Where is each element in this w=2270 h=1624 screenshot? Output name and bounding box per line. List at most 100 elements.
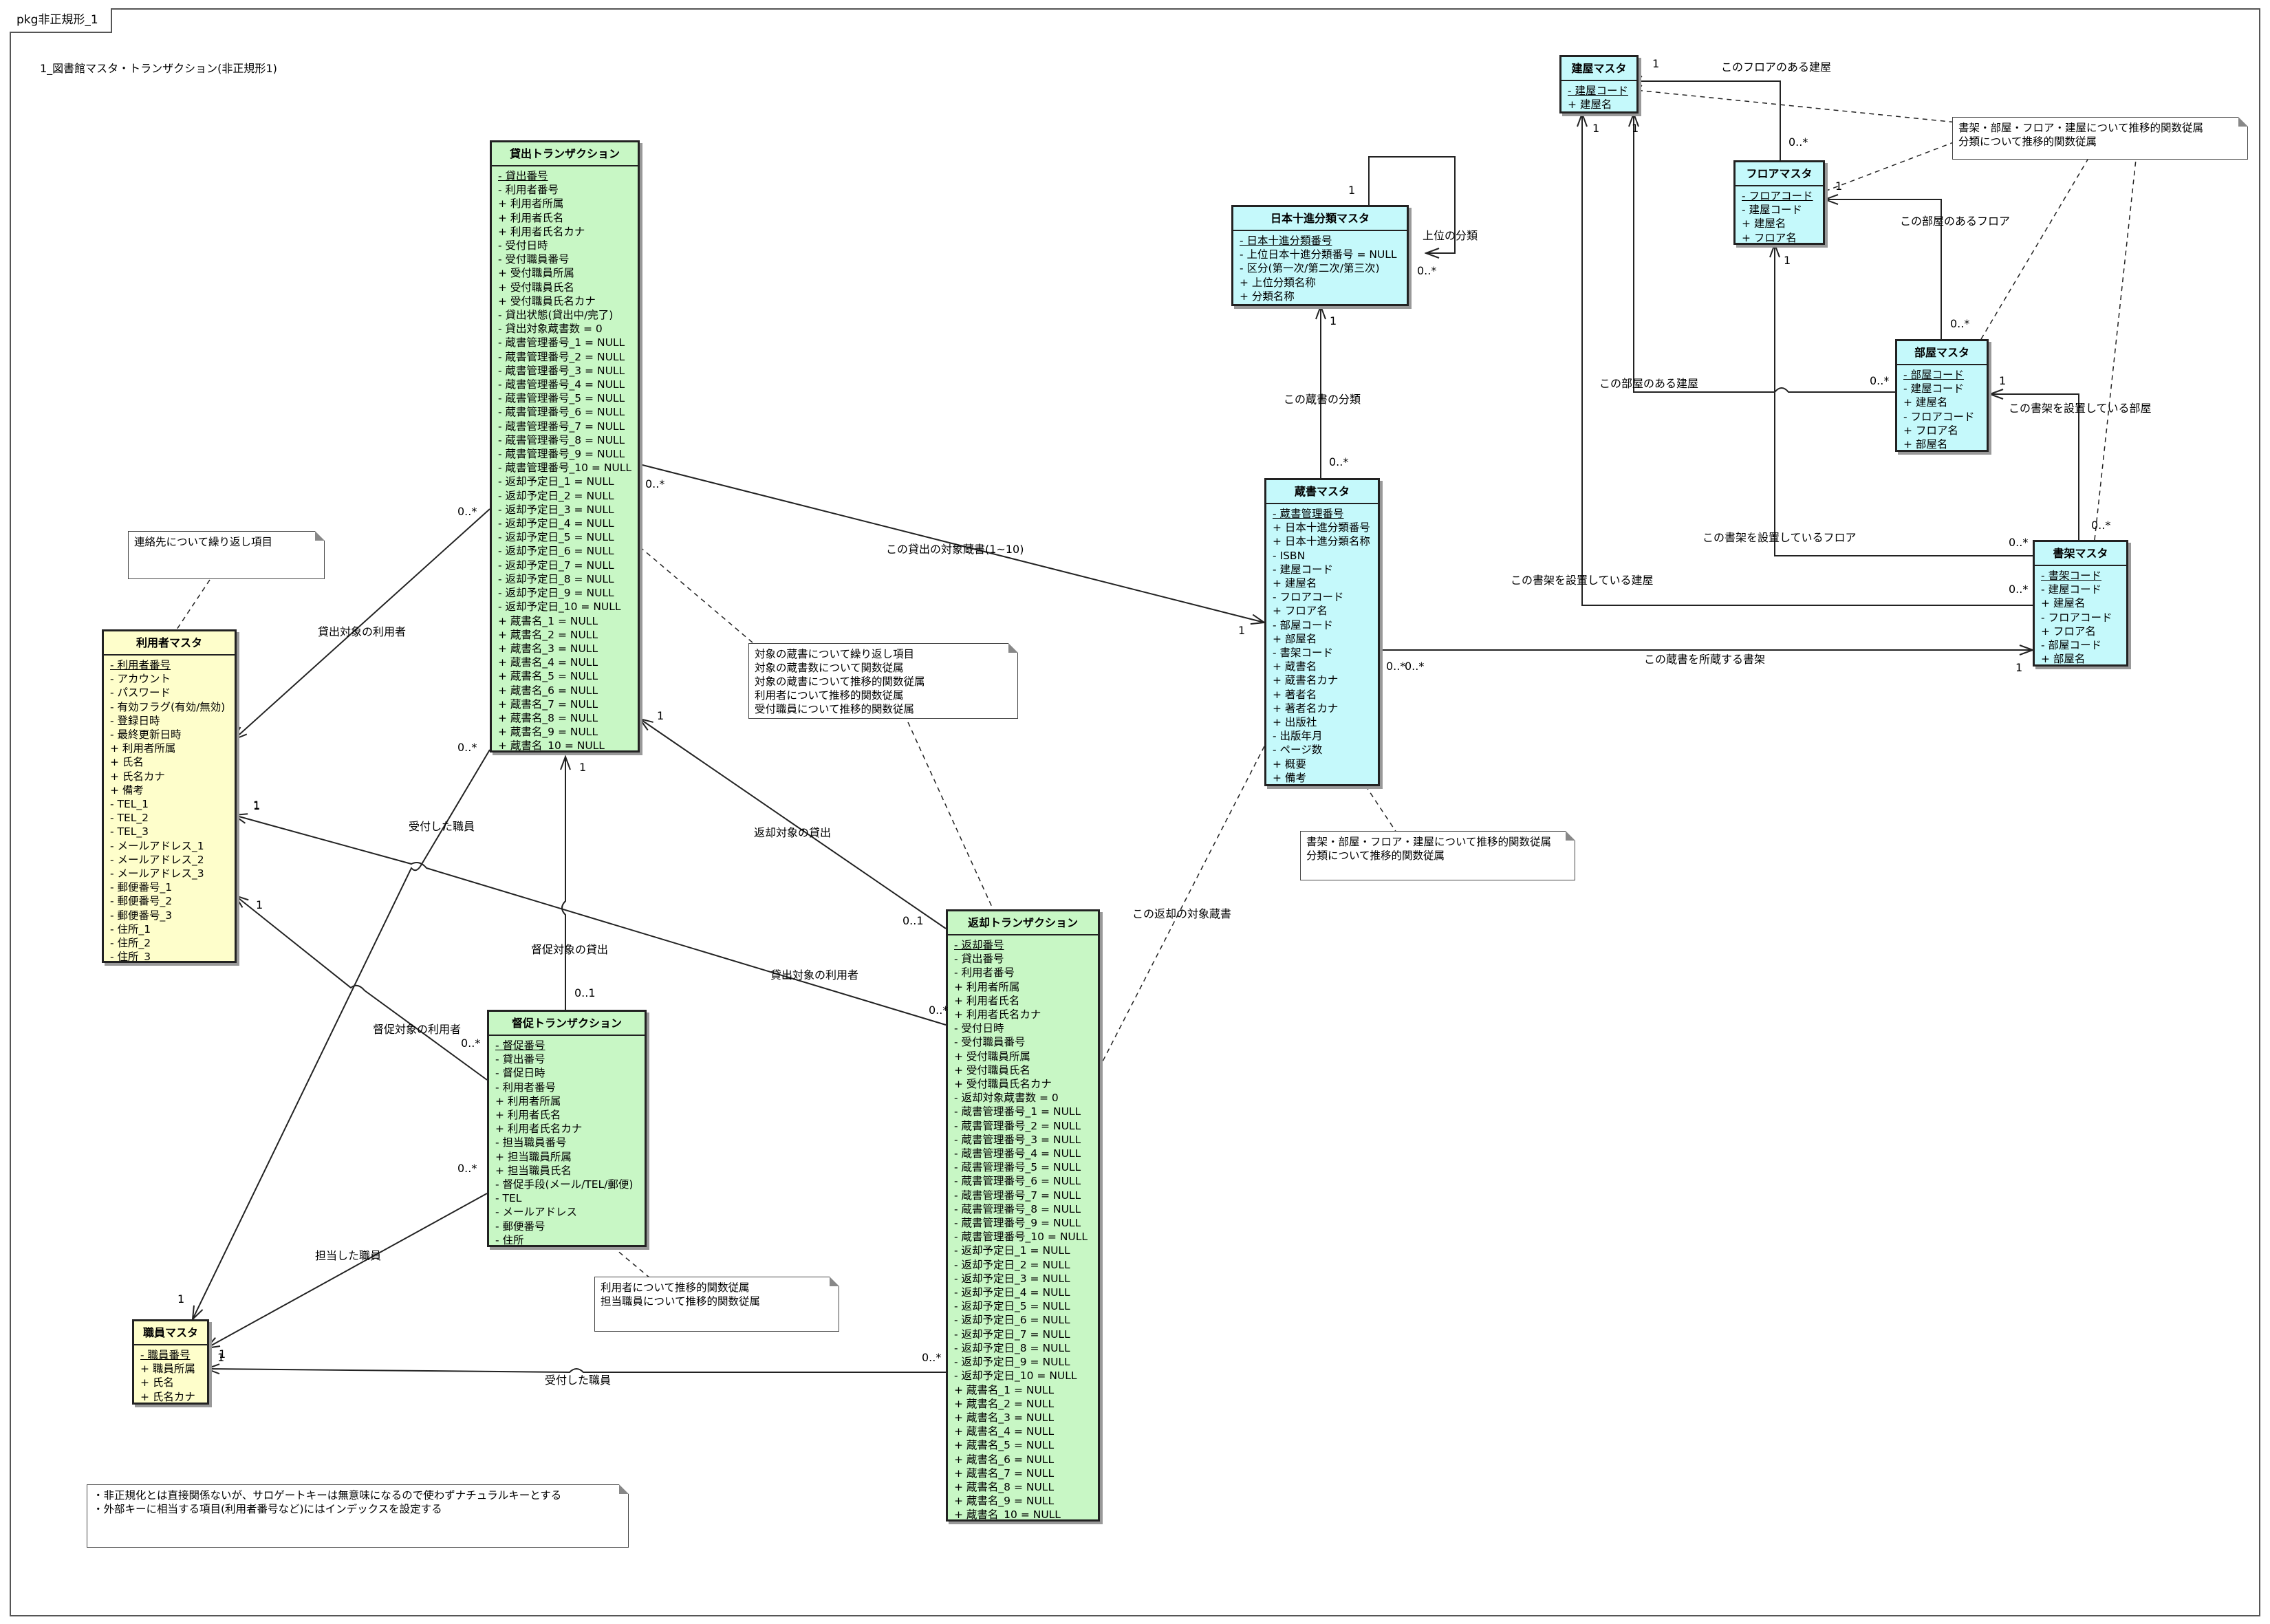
class-attribute: + 利用者所属: [954, 980, 1020, 993]
class-attribute: - 返却予定日_8 = NULL: [498, 572, 614, 585]
multiplicity: 0..*: [2009, 536, 2029, 549]
class-attribute: - 建屋コード: [1903, 382, 1965, 396]
class-attribute: + 蔵書名_10 = NULL: [498, 739, 605, 753]
note-link-building: [1628, 89, 1958, 123]
class-attribute: - 蔵書管理番号_8 = NULL: [954, 1202, 1081, 1215]
class-attribute: - 最終更新日時: [110, 728, 182, 741]
class-attribute: - 建屋コード: [1742, 204, 1803, 217]
class-attribute: - TEL: [495, 1192, 522, 1205]
class-book-master[interactable]: 蔵書マスタ- 蔵書管理番号+ 日本十進分類番号+ 日本十進分類名称- ISBN-…: [1264, 478, 1380, 786]
edge-lending-staff: [193, 749, 490, 1319]
class-attribute: + フロア名: [2041, 625, 2096, 638]
class-attribute: - 蔵書管理番号_1 = NULL: [954, 1105, 1081, 1118]
edge-return-user: [234, 815, 947, 1026]
class-attribute: - フロアコード: [1903, 410, 1975, 423]
note-line: 受付職員について推移的関数従属: [755, 703, 915, 715]
assoc-lending-user: 貸出対象の利用者: [318, 625, 407, 638]
note-link-floor: [1824, 140, 1958, 192]
primary-key-attribute: - 書架コード: [2041, 570, 2102, 582]
multiplicity: 0..1: [574, 986, 596, 999]
class-staff-master[interactable]: 職員マスタ- 職員番号+ 職員所属+ 氏名+ 氏名カナ: [132, 1319, 209, 1405]
class-attribute: + 蔵書名カナ: [1273, 674, 1339, 687]
class-attribute: - TEL_2: [110, 812, 149, 825]
edge-reminder-staff: [206, 1193, 488, 1348]
class-attribute: - 督促手段(メール/TEL/郵便): [495, 1178, 634, 1191]
class-attribute: - 利用者番号: [495, 1081, 556, 1094]
note-book[interactable]: 書架・部屋・フロア・建屋について推移的関数従属分類について推移的関数従属: [1300, 831, 1575, 880]
class-attribute: - 蔵書管理番号_6 = NULL: [954, 1175, 1081, 1188]
class-ndc-master[interactable]: 日本十進分類マスタ- 日本十進分類番号- 上位日本十進分類番号 = NULL- …: [1231, 205, 1409, 306]
class-attribute: - 出版年月: [1273, 730, 1323, 743]
note-line: 対象の蔵書について繰り返し項目: [755, 648, 915, 660]
class-attribute: - 蔵書管理番号_8 = NULL: [498, 433, 625, 446]
class-attribute: - 蔵書管理番号_1 = NULL: [498, 336, 625, 349]
edge-ndc-self: [1368, 156, 1456, 253]
class-attribute: + 日本十進分類名称: [1273, 535, 1370, 548]
class-attribute: - 蔵書管理番号_9 = NULL: [498, 448, 625, 461]
note-lending[interactable]: 対象の蔵書について繰り返し項目対象の蔵書数について関数従属対象の蔵書について推移…: [748, 643, 1018, 719]
class-attribute: - 返却予定日_9 = NULL: [954, 1356, 1070, 1369]
class-attribute: + 蔵書名_4 = NULL: [954, 1425, 1055, 1438]
class-room-master[interactable]: 部屋マスタ- 部屋コード- 建屋コード+ 建屋名- フロアコード+ フロア名+ …: [1895, 339, 1989, 452]
class-shelf-master[interactable]: 書架マスタ- 書架コード- 建屋コード+ 建屋名- フロアコード+ フロア名- …: [2033, 540, 2128, 667]
class-attribute: - 区分(第一次/第二次/第三次): [1240, 262, 1380, 275]
note-general[interactable]: ・非正規化とは直接関係ないが、サロゲートキーは無意味になるので使わずナチュラルキ…: [87, 1484, 629, 1548]
class-attribute: - メールアドレス_2: [110, 853, 204, 866]
class-attribute: - 担当職員番号: [495, 1136, 567, 1149]
class-attribute: + 蔵書名_7 = NULL: [498, 697, 598, 711]
class-attribute: - 蔵書管理番号_6 = NULL: [498, 406, 625, 419]
assoc-return-staff: 受付した職員: [545, 1374, 612, 1387]
note-reminder[interactable]: 利用者について推移的関数従属担当職員について推移的関数従属: [594, 1277, 839, 1332]
assoc-ndc-self: 上位の分類: [1423, 229, 1478, 242]
class-building-master[interactable]: 建屋マスタ- 建屋コード+ 建屋名: [1559, 55, 1639, 113]
class-attribute: + 蔵書名_3 = NULL: [498, 642, 598, 655]
class-attribute: + 担当職員所属: [495, 1150, 572, 1163]
class-title: 職員マスタ: [134, 1321, 207, 1345]
class-attribute: + 利用者氏名カナ: [495, 1123, 583, 1136]
note-contact[interactable]: 連絡先について繰り返し項目: [128, 531, 325, 579]
multiplicity: 0..*: [1329, 455, 1349, 468]
class-attribute: - 蔵書管理番号_7 = NULL: [498, 420, 625, 433]
note-line: 連絡先について繰り返し項目: [134, 536, 273, 548]
class-return-transaction[interactable]: 返却トランザクション- 返却番号- 貸出番号- 利用者番号+ 利用者所属+ 利用…: [946, 909, 1100, 1522]
class-attribute: + 蔵書名_8 = NULL: [954, 1480, 1055, 1493]
class-attribute: + 概要: [1273, 757, 1306, 770]
class-attribute: + 蔵書名_3 = NULL: [954, 1411, 1055, 1424]
class-attribute: + 利用者氏名: [498, 211, 564, 224]
class-attribute: + 氏名: [140, 1376, 174, 1389]
class-attribute: - 返却予定日_1 = NULL: [498, 475, 614, 488]
primary-key-attribute: - 職員番号: [140, 1349, 191, 1361]
multiplicity: 1: [1330, 314, 1337, 327]
multiplicity: 1: [253, 799, 261, 812]
class-lending-transaction[interactable]: 貸出トランザクション- 貸出番号- 利用者番号+ 利用者所属+ 利用者氏名+ 利…: [490, 140, 640, 753]
class-attribute: - 受付日時: [498, 239, 548, 252]
primary-key-attribute: - 督促番号: [495, 1039, 545, 1052]
class-attribute: - 返却予定日_7 = NULL: [498, 559, 614, 572]
class-attribute: - 蔵書管理番号_9 = NULL: [954, 1217, 1081, 1230]
class-attribute: - 蔵書管理番号_5 = NULL: [954, 1161, 1081, 1174]
class-attribute: - 返却予定日_2 = NULL: [954, 1258, 1070, 1271]
class-floor-master[interactable]: フロアマスタ- フロアコード- 建屋コード+ 建屋名+ フロア名: [1733, 160, 1825, 245]
class-user-master[interactable]: 利用者マスタ- 利用者番号- アカウント- パスワード- 有効フラグ(有効/無効…: [102, 629, 237, 963]
class-title: 部屋マスタ: [1897, 341, 1987, 365]
multiplicity: 0..*: [2009, 583, 2029, 596]
class-attribute: + 蔵書名_5 = NULL: [954, 1439, 1055, 1452]
note-link-room: [1980, 159, 2088, 340]
class-attribute: - 返却予定日_4 = NULL: [954, 1286, 1070, 1299]
class-attribute: + 建屋名: [2041, 597, 2086, 610]
class-attribute: - アカウント: [110, 673, 171, 686]
note-line: 書架・部屋・フロア・建屋について推移的関数従属: [1958, 122, 2204, 134]
note-location[interactable]: 書架・部屋・フロア・建屋について推移的関数従属分類について推移的関数従属: [1952, 117, 2248, 160]
class-attribute: + 建屋名: [1742, 217, 1786, 230]
class-attribute: + フロア名: [1903, 424, 1958, 437]
class-attribute: + 受付職員氏名: [498, 281, 574, 294]
multiplicity: 0..*: [457, 1162, 477, 1175]
class-attribute: + 利用者所属: [495, 1094, 561, 1107]
class-reminder-transaction[interactable]: 督促トランザクション- 督促番号- 貸出番号- 督促日時- 利用者番号+ 利用者…: [487, 1010, 647, 1247]
class-attribute: + 蔵書名_5 = NULL: [498, 670, 598, 683]
multiplicity: 1: [1999, 374, 2007, 387]
multiplicity: 0..*: [922, 1351, 942, 1364]
class-attribute: + 担当職員氏名: [495, 1164, 572, 1177]
note-link-book-return: [1101, 746, 1265, 1063]
multiplicity: 1: [2015, 661, 2023, 674]
